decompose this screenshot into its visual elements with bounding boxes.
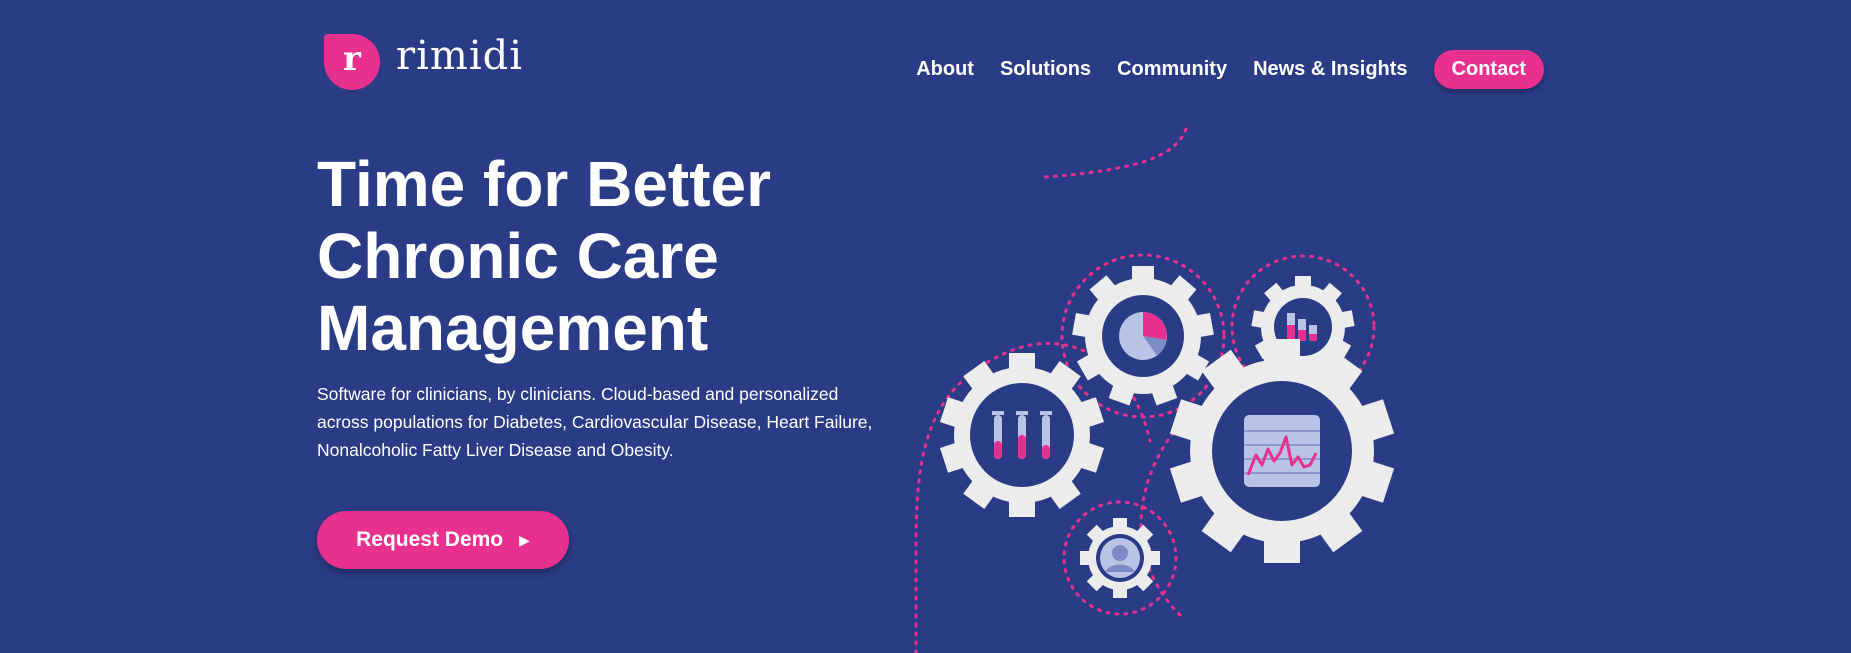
- gears-illustration: [914, 127, 1395, 653]
- logo[interactable]: r rimidi: [324, 33, 524, 90]
- gear-pie-chart: [1072, 266, 1214, 406]
- pie-chart-icon: [1119, 312, 1167, 360]
- test-tubes-icon: [992, 411, 1052, 459]
- bar-chart-icon: [1287, 313, 1317, 341]
- logo-wordmark: rimidi: [396, 33, 524, 79]
- request-demo-label: Request Demo: [356, 528, 504, 551]
- hero-description: Software for clinicians, by clinicians. …: [317, 384, 873, 460]
- gear-line-chart: [1169, 339, 1395, 563]
- nav-community[interactable]: Community: [1117, 58, 1228, 80]
- nav-about[interactable]: About: [916, 58, 974, 80]
- request-demo-button[interactable]: Request Demo ▶: [317, 511, 569, 569]
- logo-mark-letter: r: [343, 39, 361, 79]
- line-chart-icon: [1244, 415, 1320, 487]
- nav-news-insights[interactable]: News & Insights: [1253, 58, 1408, 80]
- gear-user-profile: [1080, 518, 1160, 598]
- contact-button[interactable]: Contact: [1433, 50, 1544, 89]
- hero-title-line: Chronic Care: [317, 220, 719, 292]
- hero-title: Time for Better Chronic Care Management: [317, 148, 877, 364]
- nav-solutions[interactable]: Solutions: [999, 58, 1092, 80]
- gear-test-tubes: [939, 353, 1105, 517]
- user-profile-icon: [1100, 538, 1140, 578]
- logo-mark: r: [324, 34, 380, 90]
- play-arrow-icon: ▶: [519, 531, 530, 548]
- hero-title-line: Management: [317, 292, 709, 364]
- main-nav: About Solutions Community News & Insight…: [890, 50, 1544, 89]
- hero-title-line: Time for Better: [317, 148, 772, 220]
